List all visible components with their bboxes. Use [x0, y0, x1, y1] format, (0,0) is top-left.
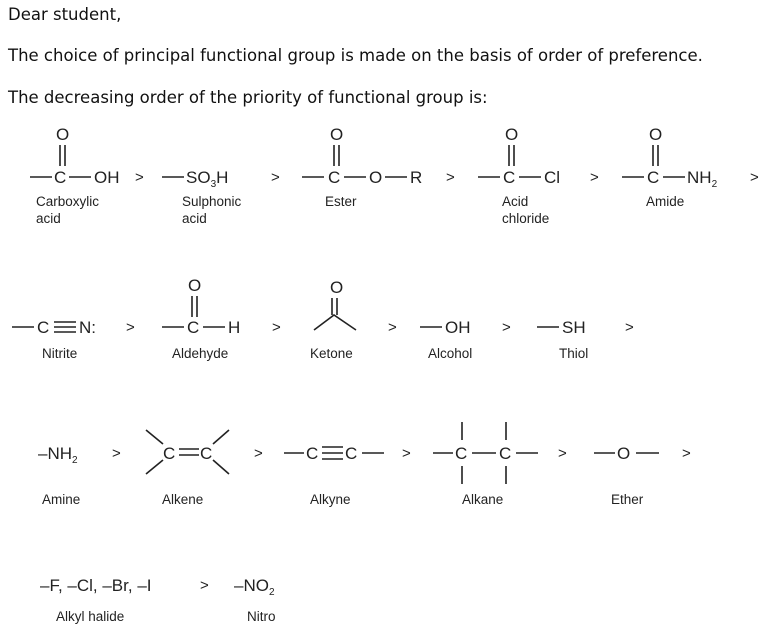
carbon-atom-2: C [499, 444, 511, 463]
carbon-atom-2: C [345, 444, 357, 463]
intro-line-1: The choice of principal functional group… [8, 46, 703, 65]
ester-r-group: R [410, 168, 422, 187]
carbon-atom: C [503, 168, 515, 187]
label-chloride: chloride [502, 211, 549, 226]
aldehyde-structure: O C H [162, 276, 240, 337]
carbon-atom: C [37, 318, 49, 337]
label-sulphonic: Sulphonic [182, 194, 242, 209]
greater-than-sign: > [126, 319, 135, 336]
greater-than-sign: > [388, 319, 397, 336]
label-amine: Amine [42, 492, 80, 507]
label-alkyl-halide: Alkyl halide [56, 609, 124, 624]
greater-than-sign: > [625, 319, 634, 336]
alkene-structure: C C [145, 429, 230, 475]
alkyl-halide-formula: –F, –Cl, –Br, –I [40, 576, 152, 595]
carboxylic-acid-structure: O C OH [30, 125, 120, 187]
nitro-formula: –NO2 [234, 576, 275, 598]
thiol-formula: SH [562, 318, 586, 337]
greater-than-sign: > [502, 319, 511, 336]
label-ester: Ester [325, 194, 357, 209]
label-ketone: Ketone [310, 346, 353, 361]
greater-than-sign: > [446, 169, 455, 186]
chlorine-formula: Cl [544, 168, 560, 187]
label-carboxylic: Carboxylic [36, 194, 99, 209]
greater-than-sign: > [254, 445, 263, 462]
carbonyl-oxygen: O [330, 278, 343, 297]
label-nitro: Nitro [247, 609, 276, 624]
carbon-atom: C [187, 318, 199, 337]
ester-structure: O C O R [302, 125, 422, 187]
greater-than-sign: > [271, 169, 280, 186]
greater-than-sign: > [112, 445, 121, 462]
carbon-atom: C [328, 168, 340, 187]
label-acid: acid [36, 211, 61, 226]
carbonyl-oxygen: O [56, 125, 69, 144]
label-amide: Amide [646, 194, 684, 209]
hydrogen-formula: H [228, 318, 240, 337]
greater-than-sign: > [750, 169, 759, 186]
label-alkyne: Alkyne [310, 492, 351, 507]
label-aldehyde: Aldehyde [172, 346, 228, 361]
carbonyl-oxygen: O [330, 125, 343, 144]
label-alcohol: Alcohol [428, 346, 472, 361]
sulphonic-formula: SO3H [186, 168, 228, 190]
alcohol-structure: OH [420, 318, 471, 337]
greeting-text: Dear student, [8, 5, 122, 24]
label-thiol: Thiol [559, 346, 588, 361]
nitrile-structure: C N: [12, 318, 96, 337]
amide-formula: NH2 [687, 168, 718, 190]
label-alkene: Alkene [162, 492, 203, 507]
carbon-atom-1: C [306, 444, 318, 463]
greater-than-sign: > [558, 445, 567, 462]
carbonyl-oxygen: O [188, 276, 201, 295]
alkyne-structure: C C [284, 444, 384, 463]
label-alkane: Alkane [462, 492, 503, 507]
acid-chloride-structure: O C Cl [478, 125, 560, 187]
ether-structure: O [594, 444, 659, 463]
greater-than-sign: > [682, 445, 691, 462]
label-ether: Ether [611, 492, 644, 507]
ether-oxygen: O [617, 444, 630, 463]
greater-than-sign: > [272, 319, 281, 336]
amine-formula: –NH2 [38, 444, 78, 466]
ketone-structure: O [313, 278, 357, 331]
carbon-atom: C [54, 168, 66, 187]
ester-oxygen: O [369, 168, 382, 187]
greater-than-sign: > [135, 169, 144, 186]
sulphonic-acid-structure: SO3H [162, 168, 228, 190]
intro-line-2: The decreasing order of the priority of … [8, 88, 488, 107]
carbon-atom-2: C [200, 444, 212, 463]
greater-than-sign: > [402, 445, 411, 462]
hydroxyl-formula: OH [94, 168, 120, 187]
nitrogen-formula: N: [79, 318, 96, 337]
alkane-structure: C C [433, 422, 538, 484]
label-acid: acid [182, 211, 207, 226]
greater-than-sign: > [200, 577, 209, 594]
carbon-atom: C [647, 168, 659, 187]
carbon-atom-1: C [163, 444, 175, 463]
carbon-atom-1: C [455, 444, 467, 463]
carbonyl-oxygen: O [649, 125, 662, 144]
amide-structure: O C NH2 [622, 125, 718, 190]
greater-than-sign: > [590, 169, 599, 186]
label-acid: Acid [502, 194, 528, 209]
carbonyl-oxygen: O [505, 125, 518, 144]
label-nitrile: Nitrite [42, 346, 77, 361]
hydroxyl-formula: OH [445, 318, 471, 337]
thiol-structure: SH [537, 318, 586, 337]
